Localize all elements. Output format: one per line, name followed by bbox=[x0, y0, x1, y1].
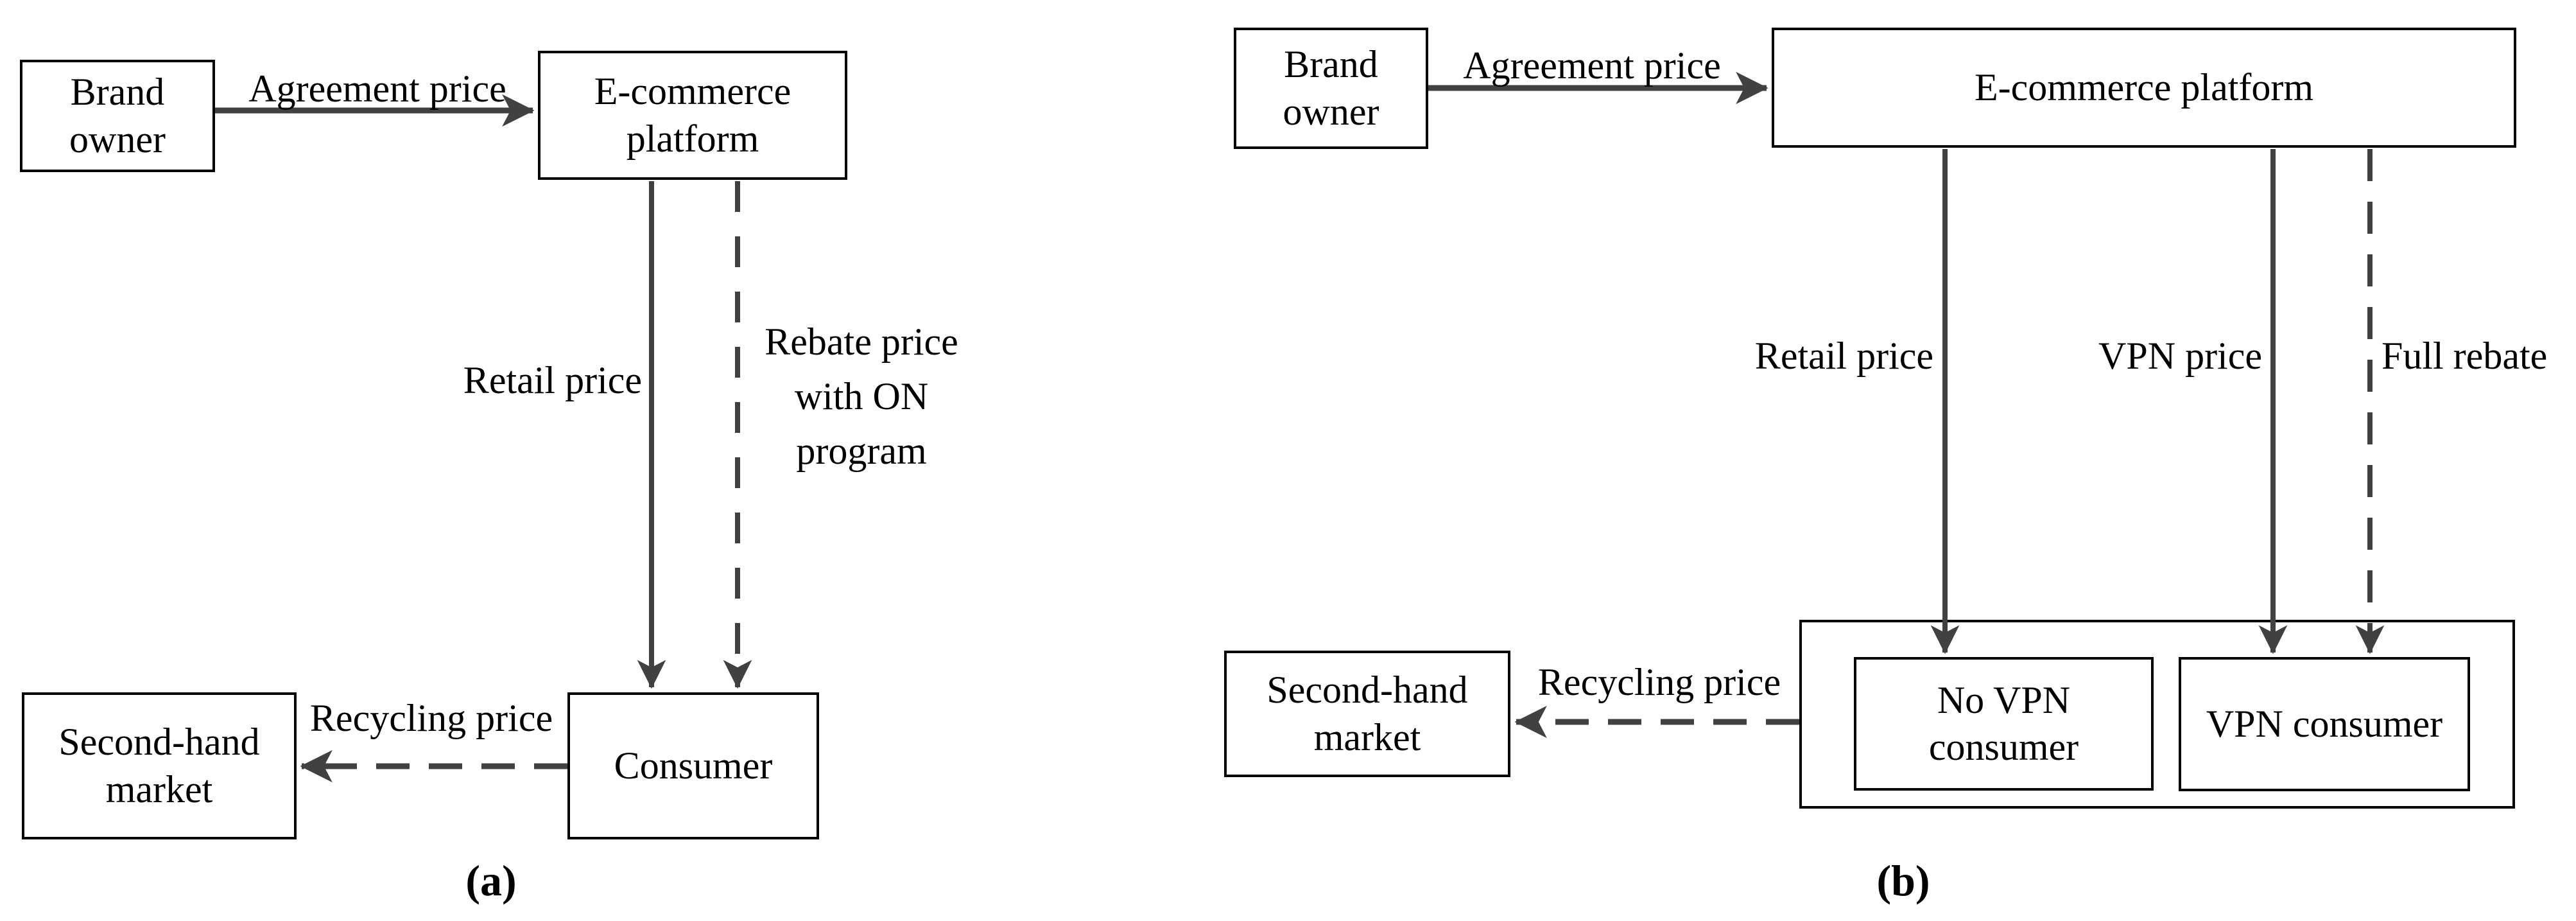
node-ecommerce-platform-b: E-commerce platform bbox=[1772, 28, 2516, 148]
edge-label-agreement-price-b: Agreement price bbox=[1463, 44, 1721, 87]
node-ecommerce-platform-a: E-commerce platform bbox=[538, 51, 847, 180]
panel-caption-a: (a) bbox=[465, 856, 517, 905]
edge-label-retail-price-a: Retail price bbox=[463, 359, 642, 401]
edge-label-recycling-price-b: Recycling price bbox=[1537, 661, 1781, 703]
node-second-hand-market-b: Second-hand market bbox=[1224, 651, 1510, 777]
edge-label-agreement-price-a: Agreement price bbox=[248, 67, 506, 110]
node-vpn-consumer-b: VPN consumer bbox=[2179, 657, 2470, 791]
edge-label-retail-price-b: Retail price bbox=[1754, 335, 1933, 377]
node-brand-owner-a: Brand owner bbox=[20, 60, 215, 172]
edge-label-full-rebate-b: Full rebate bbox=[2382, 335, 2548, 377]
panel-caption-b: (b) bbox=[1876, 856, 1930, 905]
node-brand-owner-b: Brand owner bbox=[1234, 28, 1428, 149]
node-second-hand-market-a: Second-hand market bbox=[22, 692, 297, 839]
edge-label-recycling-price-a: Recycling price bbox=[309, 697, 553, 739]
edge-label-rebate-price-a: Rebate price with ON program bbox=[765, 320, 958, 473]
node-no-vpn-consumer-b: No VPN consumer bbox=[1854, 657, 2154, 791]
node-consumer-a: Consumer bbox=[567, 692, 819, 839]
edge-label-vpn-price-b: VPN price bbox=[2098, 335, 2262, 377]
